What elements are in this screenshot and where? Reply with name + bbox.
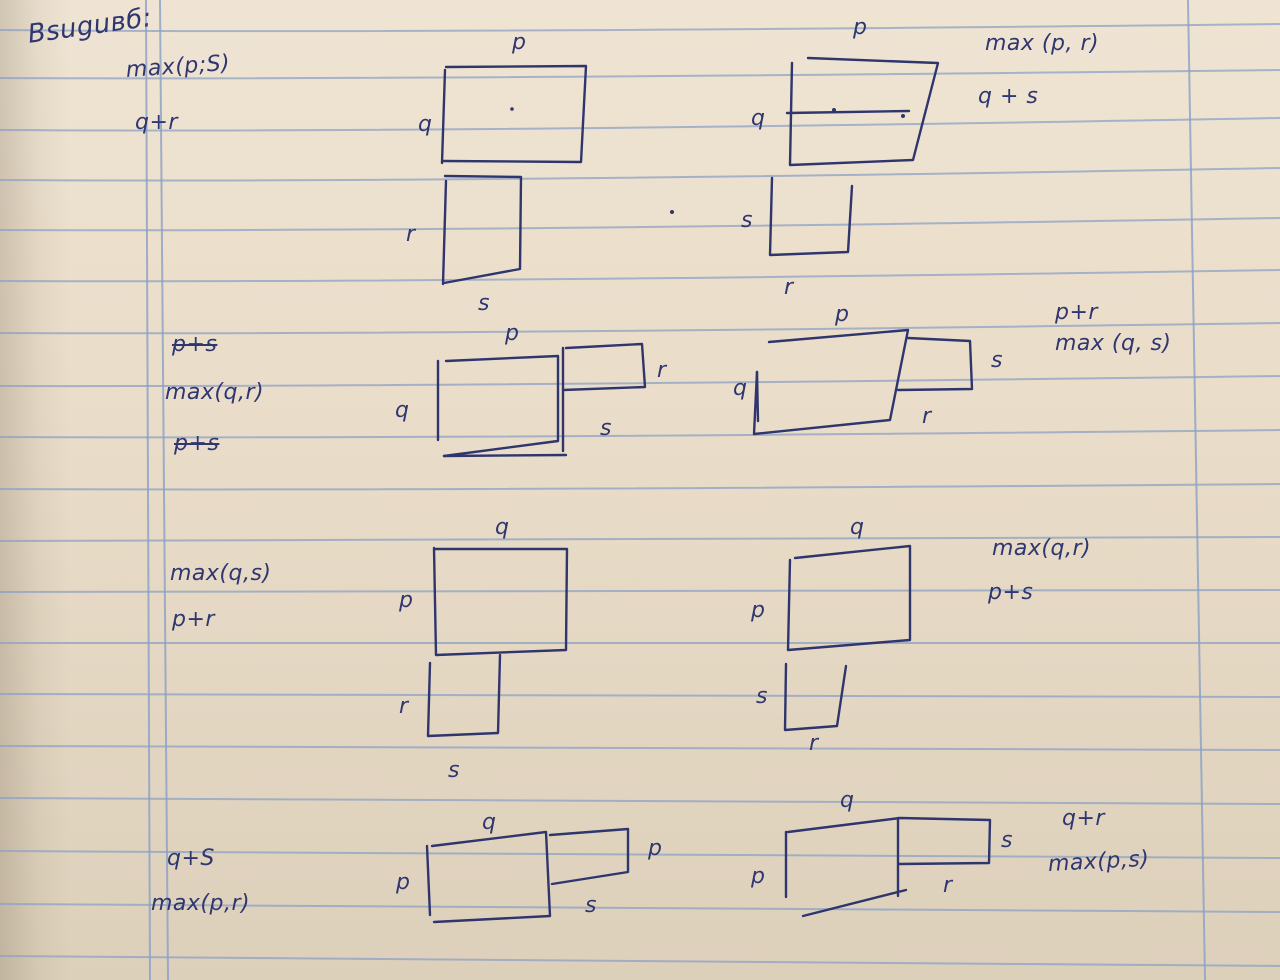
header-formula-2: q+r — [135, 110, 178, 135]
row-1-left-bottom-label: s — [478, 291, 490, 316]
row-4-left-bottom-label: s — [585, 893, 597, 918]
row-3-left-formula-1: max(q,s) — [170, 561, 272, 586]
diagram-row-2-right — [752, 328, 974, 436]
row-2-right-top-label: p — [835, 302, 850, 327]
row-1-right-lower-label: s — [741, 208, 753, 233]
diagram-row-1-right — [670, 56, 940, 257]
diagram-row-3-left — [426, 546, 569, 738]
row-2-left-formula-2: max(q,r) — [165, 380, 265, 405]
row-4-left-top-label: q — [482, 810, 497, 835]
diagram-row-4-right — [784, 816, 992, 918]
row-4-left-formula-1: q+S — [167, 846, 215, 871]
diagram-row-1-left — [440, 64, 588, 286]
diagram-row-4-left — [425, 827, 630, 924]
row-3-right-formula-2: p+s — [988, 580, 1034, 605]
row-1-right-left-label: q — [751, 106, 766, 131]
row-2-left-right-label: r — [657, 358, 667, 383]
row-2-left-inner-label: s — [600, 416, 612, 441]
row-4-left-right-label: p — [648, 836, 663, 861]
row-4-right-left-label: p — [751, 864, 766, 889]
row-4-right-bottom-label: r — [943, 873, 953, 898]
row-1-left-top-label: p — [512, 30, 527, 55]
row-3-left-lower-label: r — [399, 694, 409, 719]
row-2-left-left-label: q — [395, 398, 410, 423]
row-4-right-formula-1: q+r — [1062, 806, 1105, 831]
row-2-right-bottom-label: r — [922, 404, 932, 429]
row-2-right-left-label: q — [733, 376, 748, 401]
row-3-left-left-label: p — [399, 588, 414, 613]
row-3-right-left-label: p — [751, 598, 766, 623]
row-1-left-left-label: q — [418, 112, 433, 137]
row-4-left-formula-2: max(p,r) — [151, 891, 251, 916]
row-1-right-bottom-label: r — [784, 275, 794, 300]
row-3-right-formula-1: max(q,r) — [992, 536, 1092, 561]
row-2-left-formula-1: p+s — [172, 332, 218, 357]
row-3-right-top-label: q — [850, 515, 865, 540]
row-4-right-formula-2: max(p,s) — [1047, 846, 1151, 877]
row-4-right-top-label: q — [840, 788, 855, 813]
row-1-right-formula-2: q + s — [978, 84, 1039, 109]
row-2-right-right-label: s — [991, 348, 1003, 373]
row-1-right-top-label: p — [853, 15, 868, 40]
diagram-row-3-right — [783, 544, 912, 732]
row-3-left-top-label: q — [495, 515, 510, 540]
row-2-right-formula-1: p+r — [1055, 300, 1098, 325]
row-2-left-formula-3: p+s — [174, 431, 220, 456]
row-3-right-lower-label: s — [756, 684, 768, 709]
row-4-left-left-label: p — [396, 870, 411, 895]
diagram-row-2-left — [436, 342, 647, 458]
row-2-left-top-label: p — [505, 321, 520, 346]
row-4-right-right-label: s — [1001, 828, 1013, 853]
row-1-left-lower-label: r — [406, 222, 416, 247]
row-2-right-formula-2: max (q, s) — [1055, 331, 1172, 356]
row-3-left-bottom-label: s — [448, 758, 460, 783]
row-3-left-formula-2: p+r — [172, 607, 215, 632]
row-1-right-formula-1: max (p, r) — [985, 31, 1100, 56]
row-3-right-bottom-label: r — [809, 731, 819, 756]
